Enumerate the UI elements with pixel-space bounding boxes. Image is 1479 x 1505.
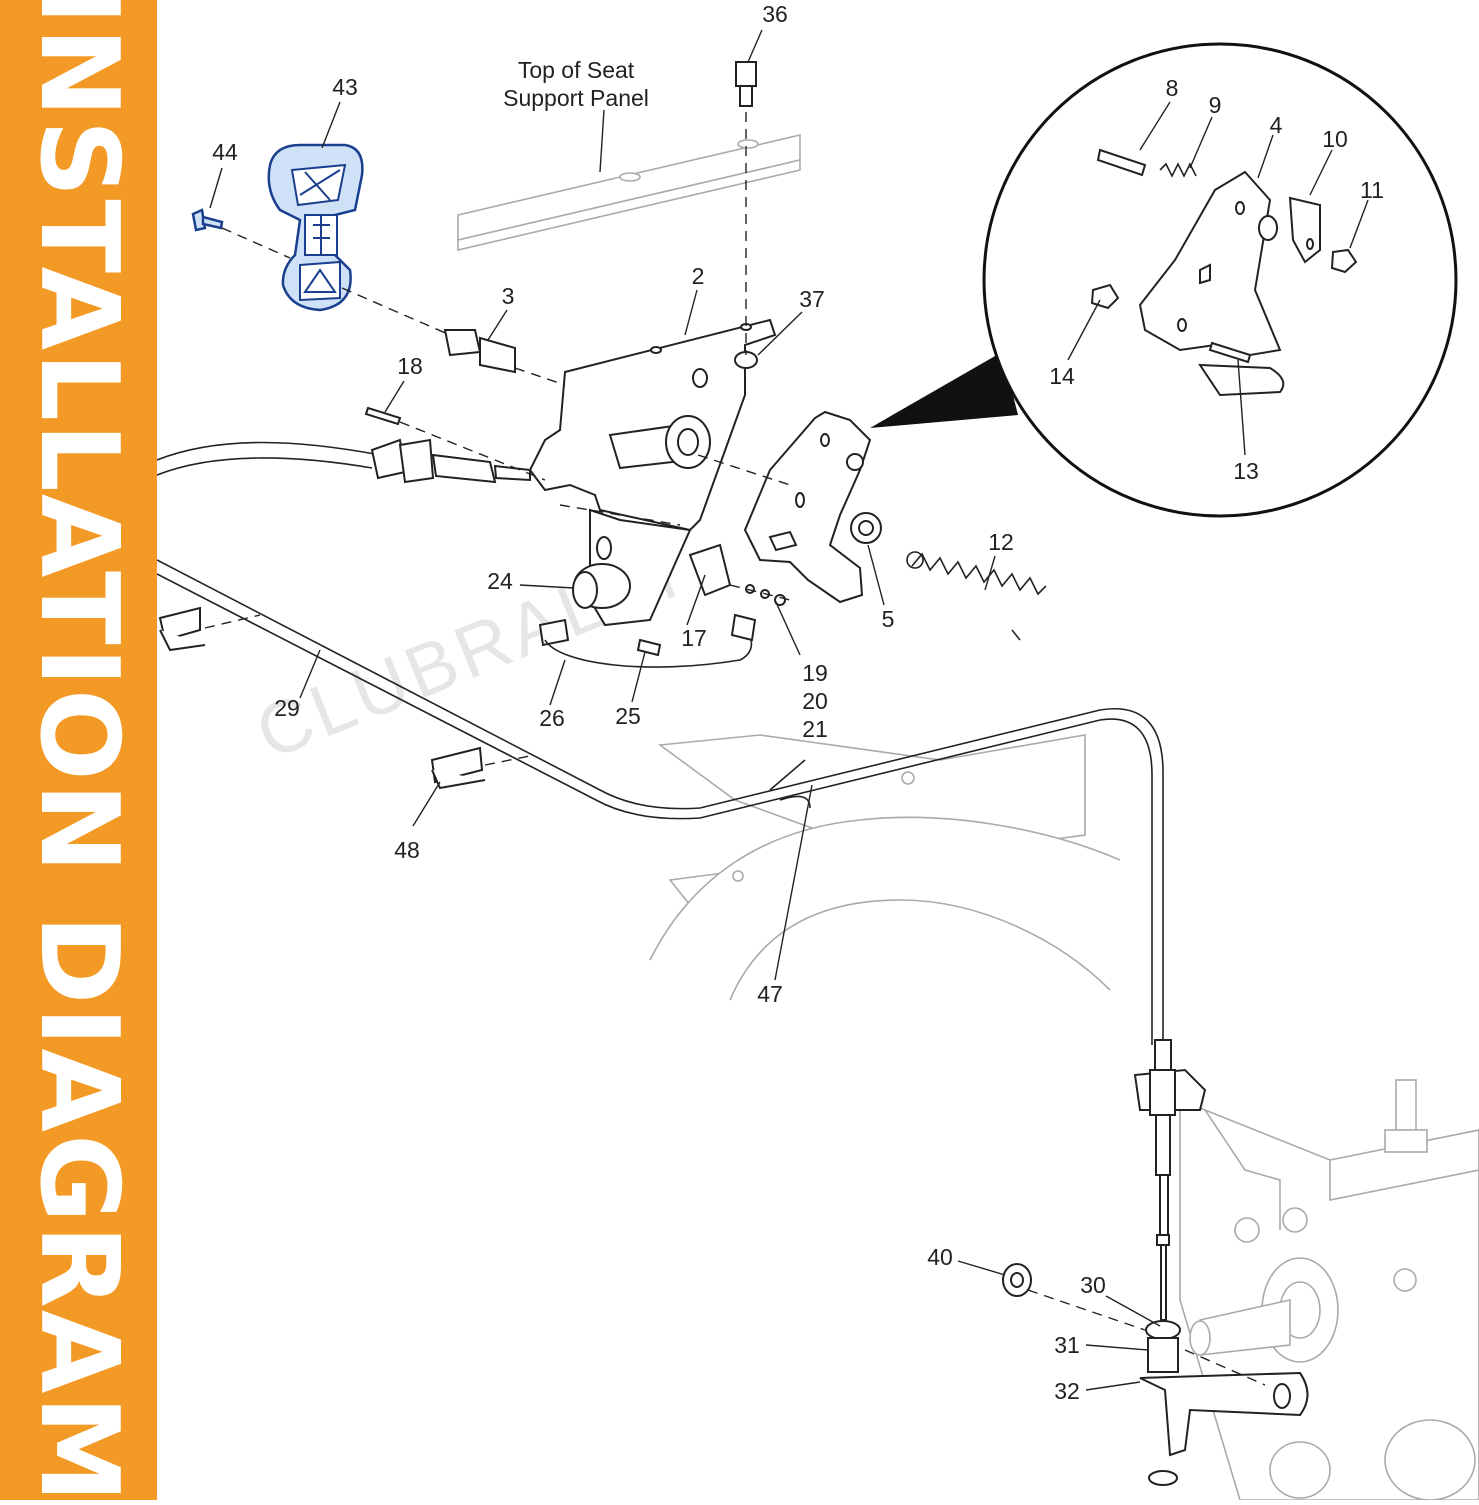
pedal-arm-4 (743, 410, 872, 604)
buzzer-24 (538, 563, 631, 647)
washer-30 (1145, 1320, 1181, 1340)
label-48: 48 (394, 837, 420, 863)
label-43: 43 (332, 74, 358, 100)
bracket-32 (1139, 1371, 1309, 1486)
clip-48-left (158, 606, 206, 652)
label-8: 8 (1166, 75, 1179, 101)
label-47: 47 (757, 981, 783, 1007)
nut-5 (850, 512, 882, 544)
hardware-19-21 (745, 584, 786, 606)
seat-panel-label-line2: Support Panel (503, 85, 649, 111)
label-17: 17 (681, 625, 707, 651)
wire-26 (544, 613, 757, 668)
label-10: 10 (1322, 126, 1348, 152)
label-37: 37 (799, 286, 825, 312)
cable-29 (157, 441, 1164, 1045)
leader-lines (204, 29, 1266, 1391)
label-44: 44 (212, 139, 238, 165)
label-36: 36 (762, 1, 788, 27)
label-4: 4 (1270, 112, 1283, 138)
label-29: 29 (274, 695, 300, 721)
label-32: 32 (1054, 1378, 1080, 1404)
chassis-frame (649, 734, 1121, 1001)
label-30: 30 (1080, 1272, 1106, 1298)
cable-tie-47 (769, 759, 811, 809)
spring-12 (906, 551, 1047, 641)
label-18: 18 (397, 353, 423, 379)
label-19: 19 (802, 660, 828, 686)
screw-25 (636, 638, 662, 657)
label-40: 40 (927, 1244, 953, 1270)
label-9: 9 (1209, 92, 1222, 118)
side-banner: INSTALLATION DIAGRAM (0, 0, 157, 1505)
washer-40 (1002, 1263, 1032, 1297)
switch-3 (443, 329, 516, 374)
label-3: 3 (502, 283, 515, 309)
label-11: 11 (1360, 177, 1384, 203)
label-5: 5 (882, 606, 895, 632)
pedal-bracket-2 (528, 318, 777, 627)
label-24: 24 (487, 568, 513, 594)
banner-title: INSTALLATION DIAGRAM (16, 0, 141, 1505)
parts-diagram: CLUBRALLY (157, 1, 1479, 1500)
spring-31 (1147, 1337, 1179, 1373)
label-21: 21 (802, 716, 828, 742)
label-2: 2 (692, 263, 705, 289)
detail-inset (870, 42, 1458, 518)
seat-support-panel (457, 133, 801, 252)
label-13: 13 (1233, 458, 1259, 484)
transmission-assembly (1179, 1079, 1479, 1500)
screw-44 (191, 208, 224, 232)
label-12: 12 (988, 529, 1014, 555)
label-25: 25 (615, 703, 641, 729)
label-26: 26 (539, 705, 565, 731)
bolt-36 (735, 61, 757, 107)
seat-panel-label-line1: Top of Seat (518, 57, 635, 83)
key-switch-43 (267, 143, 364, 312)
label-20: 20 (802, 688, 828, 714)
label-31: 31 (1054, 1332, 1080, 1358)
clip-48 (430, 746, 486, 790)
cable-end-lower (1133, 1039, 1207, 1321)
cable-end-upper (370, 438, 531, 484)
screw-18 (364, 406, 402, 426)
part-labels: Top of Seat Support Panel 36 43 44 3 2 3… (212, 1, 1384, 1404)
label-14: 14 (1049, 363, 1075, 389)
